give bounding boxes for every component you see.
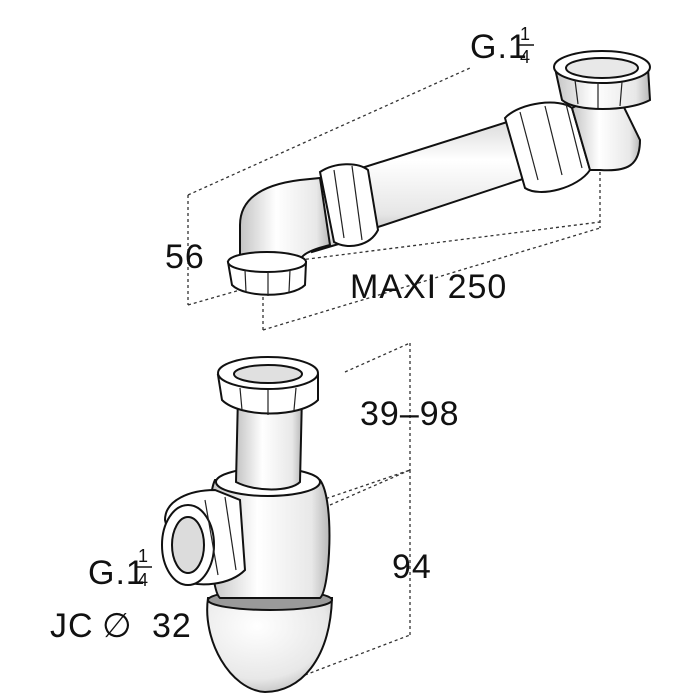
left-elbow [239,176,332,263]
horizontal-extension-assembly [226,50,652,296]
label-height-94: 94 [392,548,432,586]
thread-top-prefix: G.1 [470,28,528,66]
thread-bottom-numerator: 1 [138,546,148,566]
side-outlet-nut [161,488,247,586]
trap-bowl [206,597,334,694]
bottle-trap-assembly [161,356,334,694]
thread-top-denominator: 4 [520,47,530,67]
top-threaded-coupling [553,50,652,110]
left-bottom-coupling [226,251,308,296]
left-slip-nut [318,163,380,247]
label-jc-diameter: JC ∅ 32 [50,607,192,645]
thread-top-numerator: 1 [520,24,530,44]
top-slip-nut [216,356,319,415]
label-thread-top: G.1 1 4 [470,24,534,67]
label-adjust-range: 39–98 [360,395,460,433]
diameter-symbol: ∅ [102,607,133,645]
label-thread-bottom: G.1 1 4 [88,546,152,592]
label-maxi-250: MAXI 250 [350,268,507,306]
thread-bottom-prefix: G.1 [88,554,146,592]
label-height-56: 56 [165,238,205,276]
thread-bottom-denominator: 4 [138,570,148,590]
tailpiece [234,394,304,491]
jc-text: JC [50,607,94,645]
jc-size: 32 [152,607,192,645]
